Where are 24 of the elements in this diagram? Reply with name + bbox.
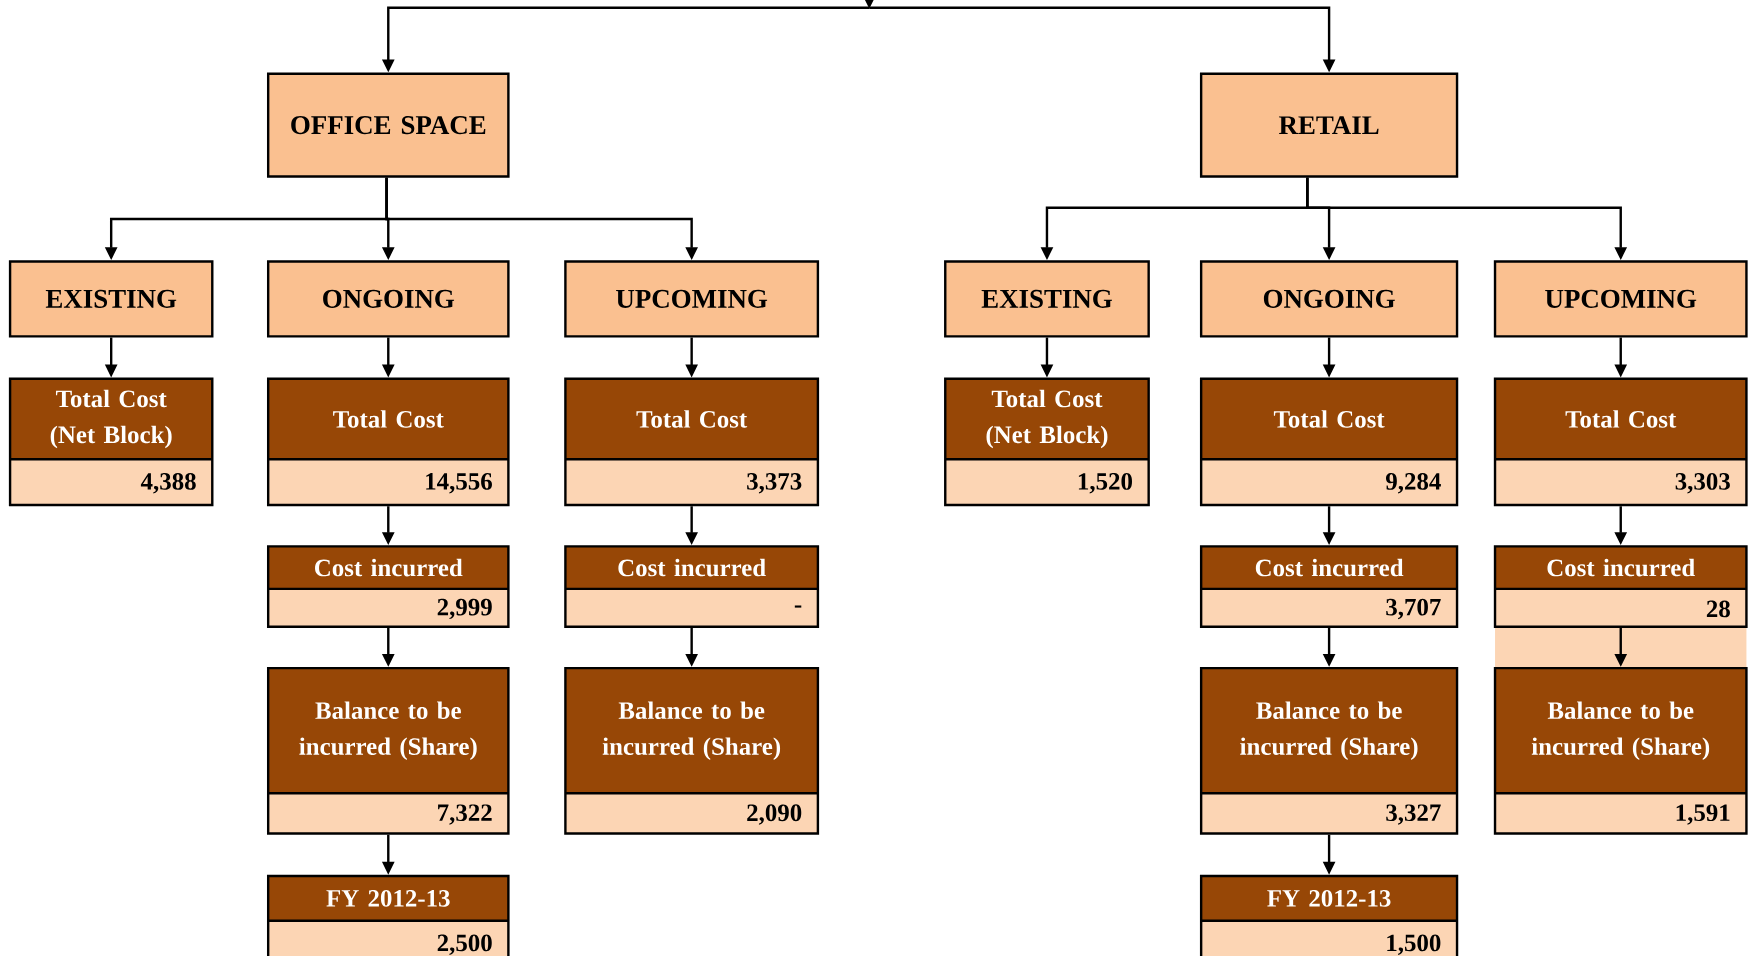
- cost-box: Balance to be incurred (Share) 3,327: [1199, 666, 1459, 835]
- cost-box: FY 2012-13 2,500: [267, 874, 510, 956]
- category-box: ONGOING: [1199, 260, 1459, 338]
- cost-box: Total Cost 3,373: [564, 377, 820, 507]
- cost-box: Cost incurred -: [564, 545, 820, 628]
- category-box: ONGOING: [267, 260, 510, 338]
- cost-box: Total Cost 9,284: [1199, 377, 1459, 507]
- category-box: RETAIL: [1199, 72, 1459, 178]
- category-box: EXISTING: [8, 260, 214, 338]
- category-box: UPCOMING: [564, 260, 820, 338]
- category-box: OFFICE SPACE: [267, 72, 510, 178]
- cost-box: Total Cost (Net Block) 1,520: [944, 377, 1150, 507]
- category-box: UPCOMING: [1493, 260, 1748, 338]
- cost-box: Cost incurred 3,707: [1199, 545, 1459, 628]
- cost-box: Total Cost (Net Block) 4,388: [8, 377, 214, 507]
- cost-box: Balance to be incurred (Share) 1,591: [1493, 666, 1748, 835]
- cost-box: Balance to be incurred (Share) 7,322: [267, 666, 510, 835]
- cost-box: Balance to be incurred (Share) 2,090: [564, 666, 820, 835]
- cost-box: Cost incurred 28: [1493, 545, 1748, 668]
- category-box: EXISTING: [944, 260, 1150, 338]
- cost-box: FY 2012-13 1,500: [1199, 874, 1459, 956]
- cost-box: Total Cost 14,556: [267, 377, 510, 507]
- cost-box: Cost incurred 2,999: [267, 545, 510, 628]
- cost-box: Total Cost 3,303: [1493, 377, 1748, 507]
